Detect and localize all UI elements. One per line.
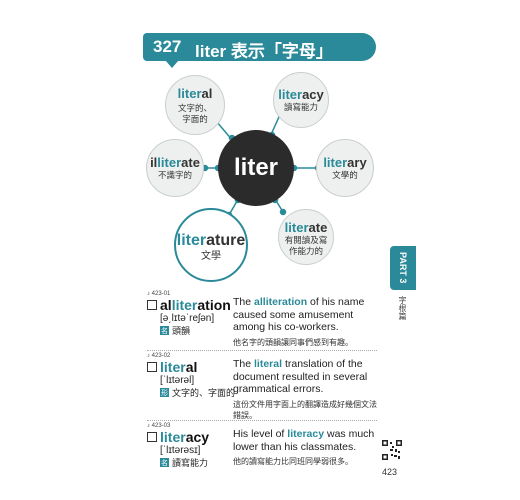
audio-track-number[interactable]: ♪ 423-03 — [147, 423, 171, 429]
entry-divider — [147, 420, 377, 421]
entry-divider — [147, 350, 377, 351]
part-tab: PART 3 — [390, 246, 416, 290]
audio-track-number[interactable]: ♪ 423-01 — [147, 291, 171, 297]
phonetic: [ə͵lɪtəˈreʃən] — [160, 313, 215, 324]
page-number: 423 — [382, 467, 398, 477]
headword: literacy — [147, 429, 377, 445]
unit-banner: 327 liter 表示「字母」 — [143, 33, 376, 61]
section-label: 字根篇 — [398, 296, 407, 320]
audio-track-number[interactable]: ♪ 423-02 — [147, 353, 171, 359]
mindmap-node-literal: literal 文字的、字面的 — [165, 75, 225, 135]
vocab-entry: ♪ 423-01 alliteration [ə͵lɪtəˈreʃən] 名頭韻 — [147, 291, 377, 337]
pos-badge: 名 — [160, 326, 169, 335]
vocab-entry: ♪ 423-03 literacy [ˈlɪtərəsɪ] 名讀寫能力 — [147, 423, 377, 469]
pos-badge: 名 — [160, 458, 169, 467]
vocab-entry: ♪ 423-02 literal [ˈlɪtərəl] 形文字的、字面的 — [147, 353, 377, 399]
example-translation: 這份文件用字面上的翻譯造成好幾個文法錯誤。 — [233, 399, 377, 420]
mindmap-node-literature: literature 文學 — [174, 208, 248, 282]
example-sentence: The literal translation of the document … — [233, 358, 377, 420]
headword: literal — [147, 359, 377, 375]
pos-badge: 形 — [160, 388, 169, 397]
headword: alliteration — [147, 297, 377, 313]
example-translation: 他的讀寫能力比同班同學弱很多。 — [233, 457, 353, 466]
mindmap-center: liter — [218, 130, 294, 206]
mindmap-node-literary: literary 文學的 — [316, 139, 374, 197]
mindmap-node-illiterate: illiterate 不識字的 — [146, 139, 204, 197]
unit-title: liter 表示「字母」 — [195, 42, 333, 61]
example-sentence: The alliteration of his name caused some… — [233, 296, 378, 348]
mindmap-node-literacy: literacy 讀寫能力 — [273, 72, 329, 128]
phonetic: [ˈlɪtərəsɪ] — [160, 445, 201, 456]
checkbox[interactable] — [147, 300, 157, 310]
mindmap-node-literate: literate 有閱讀及寫作能力的 — [278, 209, 334, 265]
definition: 名頭韻 — [160, 326, 191, 336]
checkbox[interactable] — [147, 432, 157, 442]
unit-number: 327 — [153, 37, 182, 56]
definition: 形文字的、字面的 — [160, 388, 236, 398]
checkbox[interactable] — [147, 362, 157, 372]
example-sentence: His level of literacy was much lower tha… — [233, 428, 378, 467]
definition: 名讀寫能力 — [160, 458, 209, 468]
phonetic: [ˈlɪtərəl] — [160, 375, 195, 386]
banner-tail — [165, 60, 179, 68]
qr-code[interactable] — [382, 440, 402, 460]
example-translation: 他名字的頭韻讓同事們感到有趣。 — [233, 337, 353, 347]
